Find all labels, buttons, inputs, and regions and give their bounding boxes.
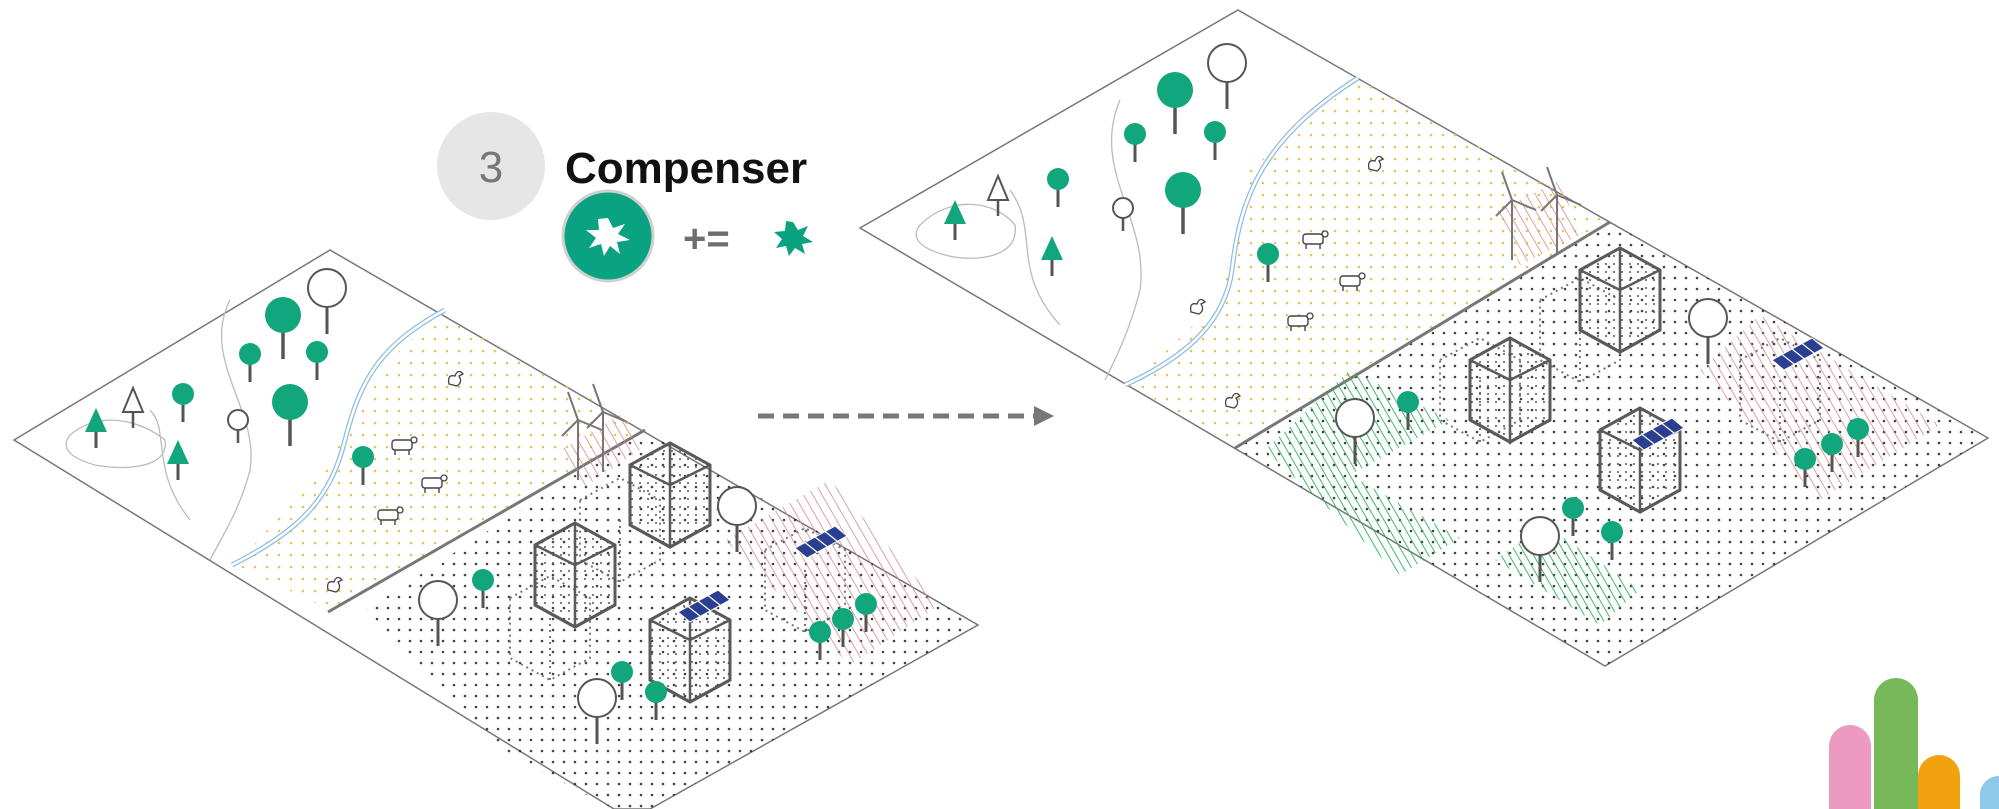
landscape-after — [858, 9, 1990, 667]
burst-icon — [774, 221, 813, 256]
house-icon — [628, 441, 712, 549]
brand-bars-logo — [1829, 678, 1999, 809]
operator-symbol: += — [683, 217, 730, 261]
green-zone — [1265, 370, 1460, 575]
meadow-zone — [1130, 78, 1610, 445]
step-header: 3 Compenser += — [437, 112, 813, 283]
landscape-before — [12, 249, 980, 809]
house-icon — [1578, 246, 1662, 354]
meadow-zone — [236, 312, 645, 610]
house-icon — [1468, 336, 1552, 444]
step-number: 3 — [479, 143, 503, 192]
compensation-badge-icon — [561, 189, 655, 283]
step-number-circle — [437, 112, 545, 220]
contour-line — [65, 419, 166, 469]
step-title: Compenser — [565, 144, 807, 193]
contour-line — [915, 203, 1016, 259]
solar-zone — [725, 480, 940, 665]
process-arrow — [758, 406, 1054, 426]
house-icon — [533, 521, 617, 629]
